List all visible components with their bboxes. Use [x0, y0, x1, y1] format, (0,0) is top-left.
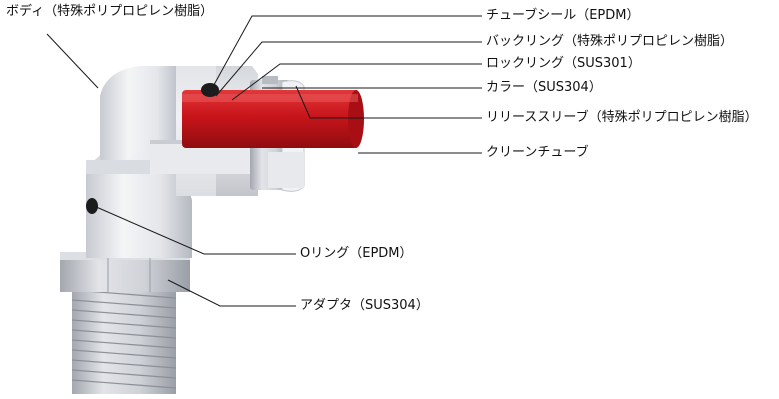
- leader-body: [46, 33, 99, 89]
- fitting-illustration: [60, 66, 364, 394]
- label-lock-ring: ロックリング（SUS301）: [486, 56, 641, 71]
- leader-adapter: [167, 279, 296, 307]
- label-clean-tube: クリーンチューブ: [486, 145, 589, 160]
- label-backup-ring: バックリング（特殊ポリプロピレン樹脂）: [486, 34, 734, 49]
- tube-seal-part: [201, 83, 219, 97]
- leader-backup-ring: [215, 41, 482, 97]
- label-release-sleeve: リリーススリーブ（特殊ポリプロピレン樹脂）: [486, 110, 758, 125]
- leader-lock-ring: [231, 63, 482, 101]
- leader-o-ring: [93, 205, 296, 255]
- leader-release-sleeve: [295, 85, 482, 119]
- label-body: ボディ（特殊ポリプロピレン樹脂）: [6, 4, 214, 19]
- adapter-part: [60, 252, 190, 394]
- label-o-ring: Oリング（EPDM）: [300, 246, 413, 261]
- leader-tube-seal: [209, 15, 482, 93]
- clean-tube-part: [182, 90, 364, 148]
- leader-lines: [46, 15, 482, 307]
- label-tube-seal: チューブシール（EPDM）: [486, 8, 640, 23]
- o-ring-part: [86, 198, 98, 214]
- label-collar: カラー（SUS304）: [486, 80, 602, 95]
- label-adapter: アダプタ（SUS304）: [300, 298, 429, 313]
